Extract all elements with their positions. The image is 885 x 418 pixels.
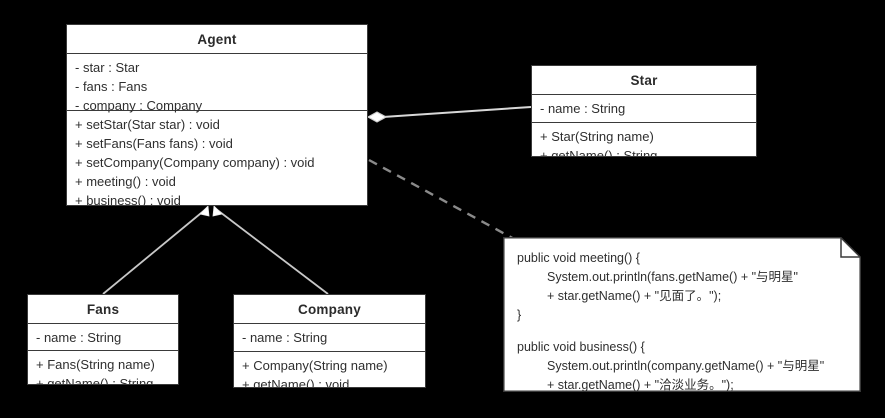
aggregation-arrowhead-right-icon	[212, 205, 223, 217]
attributes-section-company: - name : String	[234, 324, 425, 352]
method-row: + meeting() : void	[75, 174, 176, 189]
class-name-star: Star	[532, 66, 756, 95]
code-line: System.out.println(company.getName() + "…	[547, 359, 825, 373]
class-name-fans: Fans	[28, 295, 178, 324]
attributes-section-agent: - star : Star - fans : Fans - company : …	[67, 54, 367, 113]
agent-star-line	[382, 106, 532, 118]
method-row: + getName() : String	[36, 376, 154, 385]
class-box-star[interactable]: Star - name : String + Star(String name)…	[531, 65, 757, 157]
agent-fans-line	[102, 208, 207, 295]
class-box-company[interactable]: Company - name : String + Company(String…	[233, 294, 426, 388]
method-row: + setFans(Fans fans) : void	[75, 136, 233, 151]
note-anchor-dashed-line	[368, 158, 517, 242]
methods-section-star: + Star(String name) + getName() : String	[532, 123, 756, 157]
method-row: + Fans(String name)	[36, 357, 155, 372]
code-line: public void business() {	[517, 340, 645, 354]
method-row: + business() : void	[75, 193, 181, 206]
relationship-agent-company[interactable]	[212, 205, 329, 295]
attribute-row: - company : Company	[75, 98, 203, 113]
code-line: + star.getName() + "洽淡业务。");	[547, 378, 734, 392]
attribute-row: - name : String	[540, 101, 626, 116]
note-outline	[503, 237, 861, 392]
attribute-row: - name : String	[242, 330, 328, 345]
note-content: public void meeting() { System.out.print…	[503, 237, 861, 392]
note-folded-corner-icon	[840, 237, 861, 258]
class-box-fans[interactable]: Fans - name : String + Fans(String name)…	[27, 294, 179, 385]
class-name-company: Company	[234, 295, 425, 324]
attribute-row: - fans : Fans	[75, 79, 148, 94]
method-row: + getName() : String	[540, 148, 658, 157]
code-blank-line	[517, 325, 847, 338]
method-row: + setCompany(Company company) : void	[75, 155, 315, 170]
method-row: + getName() : void	[242, 377, 350, 388]
note-shape-icon	[503, 237, 861, 392]
methods-section-fans: + Fans(String name) + getName() : String	[28, 351, 178, 385]
attributes-section-fans: - name : String	[28, 324, 178, 351]
method-row: + Company(String name)	[242, 358, 388, 373]
agent-company-line	[215, 208, 329, 295]
attributes-section-star: - name : String	[532, 95, 756, 123]
method-row: + Star(String name)	[540, 129, 654, 144]
aggregation-arrowhead-left-icon	[199, 205, 210, 217]
attribute-row: - star : Star	[75, 60, 140, 75]
methods-section-company: + Company(String name) + getName() : voi…	[234, 352, 425, 388]
aggregation-diamond-icon	[366, 111, 388, 123]
attribute-row: - name : String	[36, 330, 122, 345]
class-name-agent: Agent	[67, 25, 367, 54]
relationship-agent-fans[interactable]	[102, 205, 210, 295]
code-line: public void meeting() {	[517, 251, 640, 265]
code-line: }	[517, 308, 522, 322]
methods-section-agent: + setStar(Star star) : void + setFans(Fa…	[67, 111, 367, 206]
method-row: + setStar(Star star) : void	[75, 117, 220, 132]
code-line: System.out.println(fans.getName() + "与明星…	[547, 270, 798, 284]
relationship-agent-note[interactable]	[368, 158, 517, 242]
class-box-agent[interactable]: Agent - star : Star - fans : Fans - comp…	[66, 24, 368, 206]
relationship-agent-star[interactable]	[366, 106, 532, 123]
note-box-code[interactable]: public void meeting() { System.out.print…	[503, 237, 861, 392]
code-line: + star.getName() + "见面了。");	[547, 289, 722, 303]
